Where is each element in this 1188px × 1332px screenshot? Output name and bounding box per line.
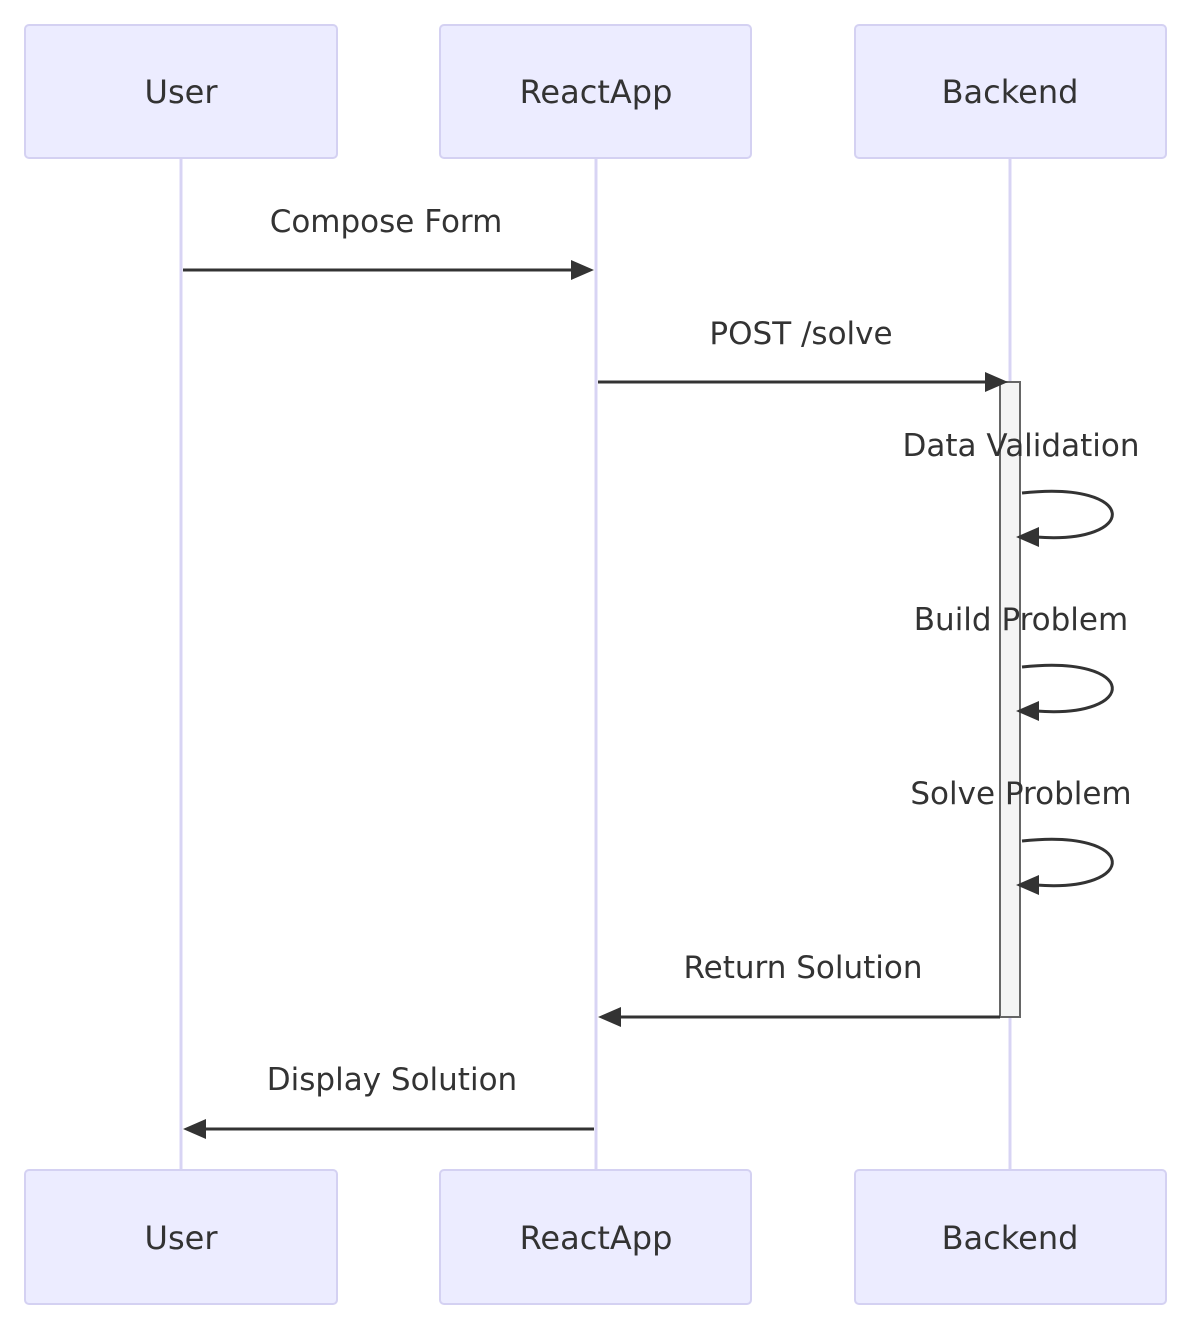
message-display-solution: Display Solution: [183, 1062, 594, 1139]
arrowhead-right-icon: [571, 260, 594, 280]
actor-top-reactapp: ReactApp: [439, 24, 752, 159]
arrowhead-left-icon: [598, 1007, 621, 1027]
message-compose-form: Compose Form: [183, 204, 594, 280]
actor-label: ReactApp: [520, 1219, 673, 1257]
actor-bottom-reactapp: ReactApp: [439, 1169, 752, 1305]
message-build-problem: Build Problem: [914, 602, 1128, 721]
message-data-validation: Data Validation: [903, 428, 1140, 547]
message-label: Compose Form: [270, 204, 503, 240]
arrowhead-right-icon: [985, 372, 1008, 392]
actor-bottom-user: User: [24, 1169, 338, 1305]
actor-bottom-backend: Backend: [854, 1169, 1167, 1305]
actor-label: ReactApp: [520, 73, 673, 111]
activation-bar-backend: [999, 381, 1021, 1018]
message-post-solve: POST /solve: [598, 316, 1008, 392]
message-label: Build Problem: [914, 602, 1128, 638]
arrowhead-left-icon: [1016, 527, 1039, 547]
actor-label: User: [145, 73, 219, 111]
message-label: Data Validation: [903, 428, 1140, 464]
arrowhead-left-icon: [1016, 701, 1039, 721]
message-label: Return Solution: [683, 950, 922, 986]
actor-label: Backend: [942, 1219, 1079, 1257]
message-label: Display Solution: [267, 1062, 517, 1098]
actor-label: User: [145, 1219, 219, 1257]
message-solve-problem: Solve Problem: [910, 776, 1132, 895]
actor-label: Backend: [942, 73, 1079, 111]
actor-top-backend: Backend: [854, 24, 1167, 159]
message-label: Solve Problem: [910, 776, 1131, 812]
arrowhead-left-icon: [1016, 875, 1039, 895]
message-return-solution: Return Solution: [598, 950, 1000, 1027]
actor-top-user: User: [24, 24, 338, 159]
arrowhead-left-icon: [183, 1119, 206, 1139]
message-label: POST /solve: [709, 316, 892, 352]
